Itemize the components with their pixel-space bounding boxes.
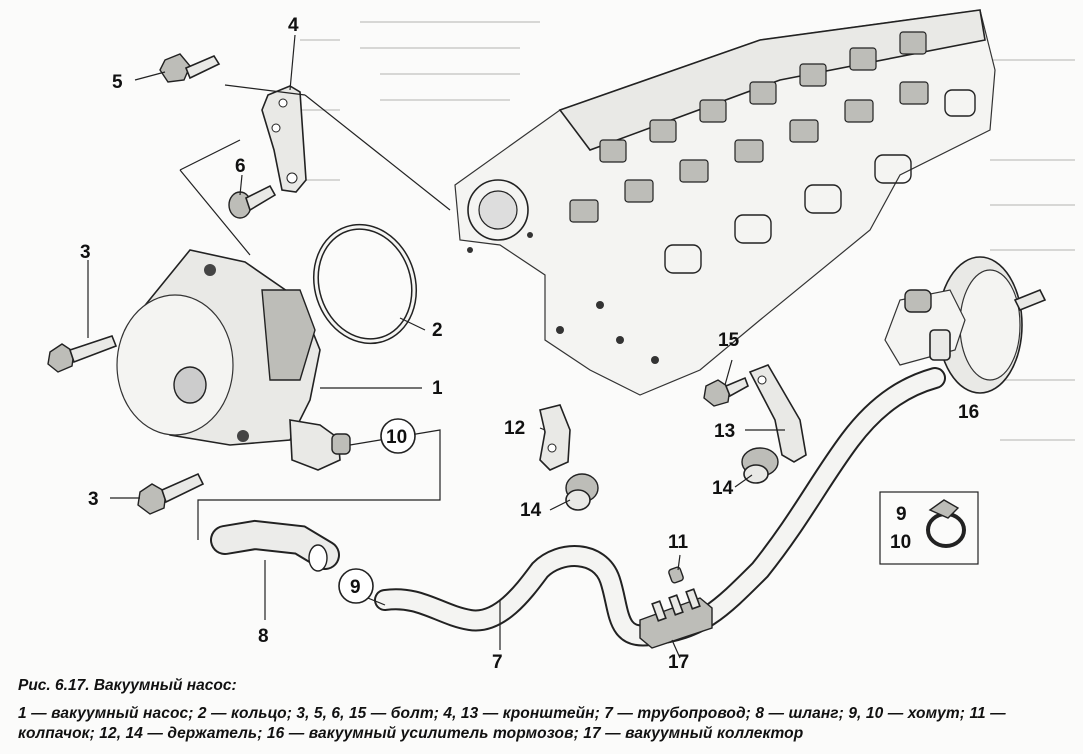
callout-7: 7 xyxy=(492,652,503,668)
bolt-15 xyxy=(703,376,749,407)
callout-10: 10 xyxy=(386,427,407,448)
bolt-5 xyxy=(159,53,221,83)
callout-9: 9 xyxy=(350,577,361,598)
caption-legend: 1 — вакуумный насос; 2 — кольцо; 3, 5, 6… xyxy=(18,705,1006,742)
cap-11 xyxy=(668,566,684,584)
callout-1: 1 xyxy=(432,378,443,399)
callout-3-upper: 3 xyxy=(80,242,91,263)
vacuum-pump-diagram: 4 5 6 3 2 1 10 3 9 8 7 12 14 11 15 13 14… xyxy=(47,9,1075,668)
callout-17: 17 xyxy=(668,652,689,668)
holder-12 xyxy=(539,404,571,471)
bolt-3-upper xyxy=(47,335,118,373)
callout-14-right: 14 xyxy=(712,478,734,499)
callout-circle-10 xyxy=(380,418,416,454)
callout-circle-9 xyxy=(338,568,374,604)
callout-11: 11 xyxy=(668,532,689,553)
vacuum-pump xyxy=(116,249,351,471)
callout-6: 6 xyxy=(235,156,246,177)
bracket-4 xyxy=(261,85,307,193)
callout-16: 16 xyxy=(958,402,979,423)
holder-14-right xyxy=(741,447,779,484)
callout-5: 5 xyxy=(112,72,123,93)
callout-2: 2 xyxy=(432,320,443,341)
callout-4: 4 xyxy=(288,15,299,36)
holder-14-left xyxy=(565,473,599,511)
callout-8: 8 xyxy=(258,626,269,647)
bolt-3-lower xyxy=(137,472,205,515)
callout-9-detail: 9 xyxy=(896,504,907,525)
callout-10-detail: 10 xyxy=(890,532,911,553)
brake-booster xyxy=(884,256,1047,394)
o-ring-2 xyxy=(312,223,418,345)
background-text-bleed xyxy=(300,21,1075,441)
cylinder-head xyxy=(454,9,996,396)
callout-13: 13 xyxy=(714,421,735,442)
bracket-13 xyxy=(748,364,807,463)
leader-lines xyxy=(87,34,785,659)
figure-caption: Рис. 6.17. Вакуумный насос: 1 — вакуумны… xyxy=(18,676,1068,744)
vacuum-manifold-17 xyxy=(639,588,713,649)
clamp-detail-box xyxy=(879,491,979,565)
bolt-6 xyxy=(228,184,277,219)
pipeline-7 xyxy=(374,367,946,647)
callout-14-left: 14 xyxy=(520,500,542,521)
callout-15: 15 xyxy=(718,330,740,351)
hose-8 xyxy=(210,519,340,572)
callout-3-lower: 3 xyxy=(88,489,99,510)
caption-title: Рис. 6.17. Вакуумный насос: xyxy=(18,677,237,694)
callout-12: 12 xyxy=(504,418,525,439)
